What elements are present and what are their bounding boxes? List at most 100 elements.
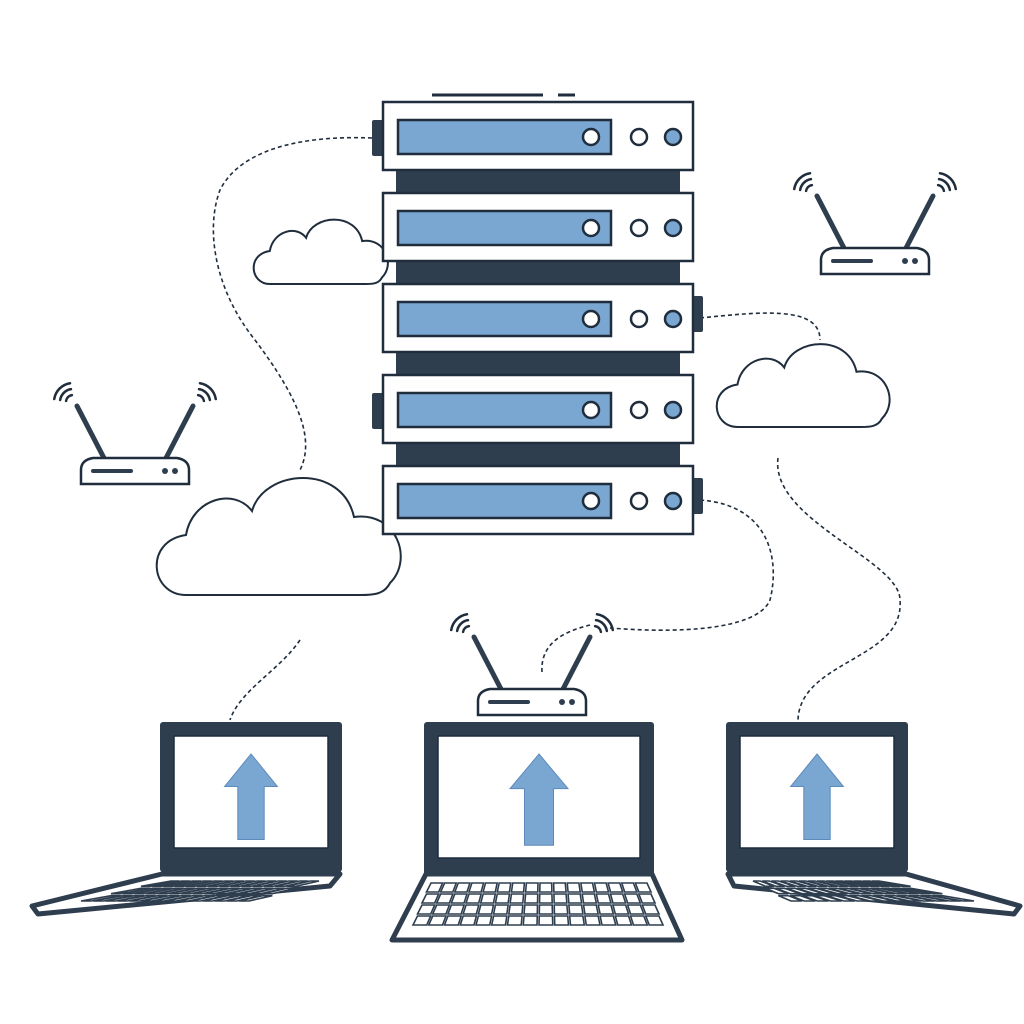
server-unit-3	[381, 282, 703, 354]
antenna-right	[902, 193, 936, 253]
keyboard-key	[141, 894, 180, 902]
keyboard-key	[538, 882, 553, 893]
router-led-icon	[559, 699, 565, 705]
cloud-icon-top-left	[252, 218, 389, 286]
keyboard-key	[626, 904, 645, 915]
router-slot	[91, 469, 133, 473]
keyboard-key	[165, 894, 203, 902]
dashed-connection-1	[212, 136, 373, 471]
keyboard-key	[490, 915, 508, 926]
dashed-connection-3	[609, 499, 775, 631]
router-led-icon	[569, 699, 575, 705]
keyboard-key	[420, 893, 440, 904]
wifi-signal-icon	[198, 381, 218, 401]
keyboard-key	[607, 882, 624, 893]
keyboard-key	[614, 915, 633, 926]
keyboard-key	[459, 915, 478, 926]
keyboard-key	[238, 894, 273, 902]
keyboard-key	[579, 882, 596, 893]
keyboard-key	[538, 904, 554, 915]
cloud-outline	[252, 218, 389, 286]
router-led-icon	[162, 468, 168, 474]
drive-indicator-icon	[581, 400, 601, 420]
keyboard-key	[263, 880, 298, 888]
connection-lines	[212, 136, 901, 721]
keyboard-key	[567, 893, 583, 904]
keyboard-key	[226, 894, 261, 902]
keyboard-key	[477, 904, 495, 915]
wifi-signal-icon	[64, 393, 74, 403]
keyboard-key	[192, 887, 229, 895]
drive-indicator-icon	[581, 127, 601, 147]
wifi-signal-icon	[593, 624, 603, 634]
server-rack-icon	[372, 93, 703, 536]
keyboard-key	[157, 887, 196, 895]
keyboard-key	[568, 915, 586, 926]
keyboard	[752, 880, 975, 902]
laptop-icon-center	[389, 722, 685, 943]
keyboard-key	[177, 894, 215, 902]
keyboard	[411, 882, 665, 926]
port-tab	[372, 393, 384, 429]
keyboard-key	[507, 904, 524, 915]
cloud-outline	[155, 477, 402, 597]
keyboard-key	[553, 893, 568, 904]
drive-indicator-icon	[581, 309, 601, 329]
power-led-icon	[663, 127, 683, 147]
keyboard-key	[538, 893, 554, 904]
wifi-signal-icon	[58, 387, 73, 402]
keyboard-key	[425, 882, 444, 893]
keyboard-key	[134, 887, 173, 895]
keyboard-key	[595, 893, 612, 904]
keyboard-key	[492, 904, 510, 915]
keyboard-key	[522, 915, 539, 926]
keyboard-key	[641, 904, 661, 915]
drive-bay	[396, 300, 613, 338]
clouds-group	[155, 218, 891, 597]
server-unit-2	[381, 191, 695, 263]
keyboard-key	[202, 894, 238, 902]
keyboard-key	[496, 882, 512, 893]
keyboard-key	[443, 915, 463, 926]
keyboard-key	[230, 880, 266, 888]
keyboard-key	[506, 915, 523, 926]
keyboard	[80, 880, 320, 902]
keyboard-key	[523, 904, 539, 915]
keyboard-key	[474, 915, 493, 926]
wifi-signal-icon	[937, 177, 952, 192]
keyboard-key	[467, 882, 485, 893]
keyboard-key	[453, 882, 471, 893]
keyboard-key	[196, 880, 234, 888]
keyboard-key	[482, 882, 499, 893]
antenna-right	[162, 403, 196, 463]
power-led-icon	[663, 218, 683, 238]
keyboard-key	[439, 882, 458, 893]
router-body	[79, 456, 191, 486]
router-led-icon	[912, 258, 918, 264]
antenna-left	[74, 403, 108, 463]
keyboard-key	[871, 880, 911, 888]
dashed-connection-4	[777, 457, 901, 721]
keyboard-key	[510, 882, 526, 893]
keyboard-key	[250, 887, 285, 895]
keyboard-key	[450, 893, 469, 904]
status-led-icon	[629, 491, 649, 511]
wifi-signal-icon	[197, 387, 212, 402]
keyboard-key	[597, 904, 615, 915]
dashed-connection-5	[229, 639, 301, 721]
wifi-signal-icon	[792, 171, 812, 191]
keyboard-key	[479, 893, 497, 904]
keyboard-key	[204, 887, 240, 895]
keyboard-key	[105, 894, 145, 902]
keyboard-key	[431, 904, 451, 915]
keyboard-key	[286, 880, 320, 888]
keyboard-key	[435, 893, 454, 904]
wifi-signal-icon	[938, 171, 958, 191]
laptop-icon-left	[29, 722, 343, 917]
antenna-left	[814, 193, 848, 253]
wifi-signal-icon	[52, 381, 72, 401]
keyboard-key	[93, 894, 133, 902]
router-icon-top-right	[792, 171, 958, 276]
upload-arrow-icon	[789, 753, 845, 840]
